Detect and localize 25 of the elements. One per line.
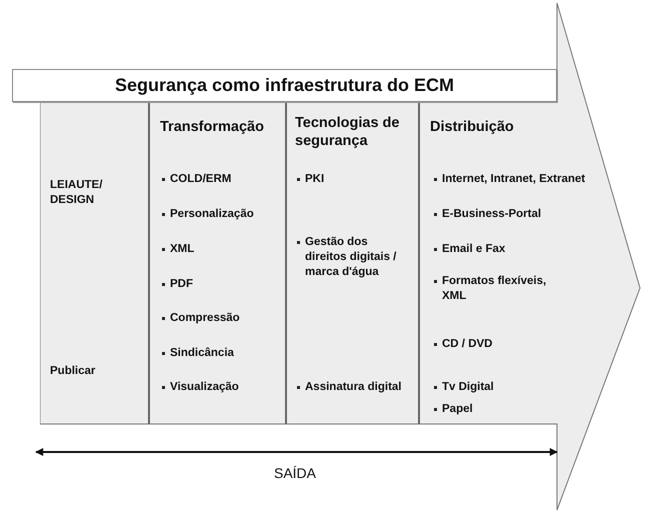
list-item: Personalização: [170, 207, 255, 222]
axis-label: SAÍDA: [272, 465, 317, 481]
list-item: Visualização: [170, 380, 240, 395]
list-item: PDF: [170, 277, 194, 292]
list-item: Assinatura digital: [305, 380, 402, 395]
list-item: Compressão: [170, 311, 241, 326]
banner-title: Segurança como infraestrutura do ECM: [114, 74, 456, 97]
list-item: PKI: [305, 172, 326, 187]
list-item: XML: [170, 242, 196, 257]
list-item: Email e Fax: [442, 242, 506, 257]
title-banner: [12, 69, 557, 102]
list-item: Formatos flexíveis, XML: [442, 274, 548, 304]
list-item: COLD/ERM: [170, 172, 232, 187]
stage-label: Publicar: [50, 364, 96, 379]
stage-label: LEIAUTE/ DESIGN: [50, 178, 104, 208]
list-item: Papel: [442, 402, 474, 417]
list-item: Sindicância: [170, 346, 235, 361]
column-heading: Transformação: [160, 118, 265, 136]
list-item: Gestão dos direitos digitais / marca d'água: [305, 235, 398, 280]
column-heading: Tecnologias de segurança: [295, 114, 400, 150]
list-item: E-Business-Portal: [442, 207, 542, 222]
column-heading: Distribuição: [430, 118, 515, 136]
list-item: Internet, Intranet, Extranet: [442, 172, 586, 187]
list-item: Tv Digital: [442, 380, 495, 395]
list-item: CD / DVD: [442, 337, 494, 352]
